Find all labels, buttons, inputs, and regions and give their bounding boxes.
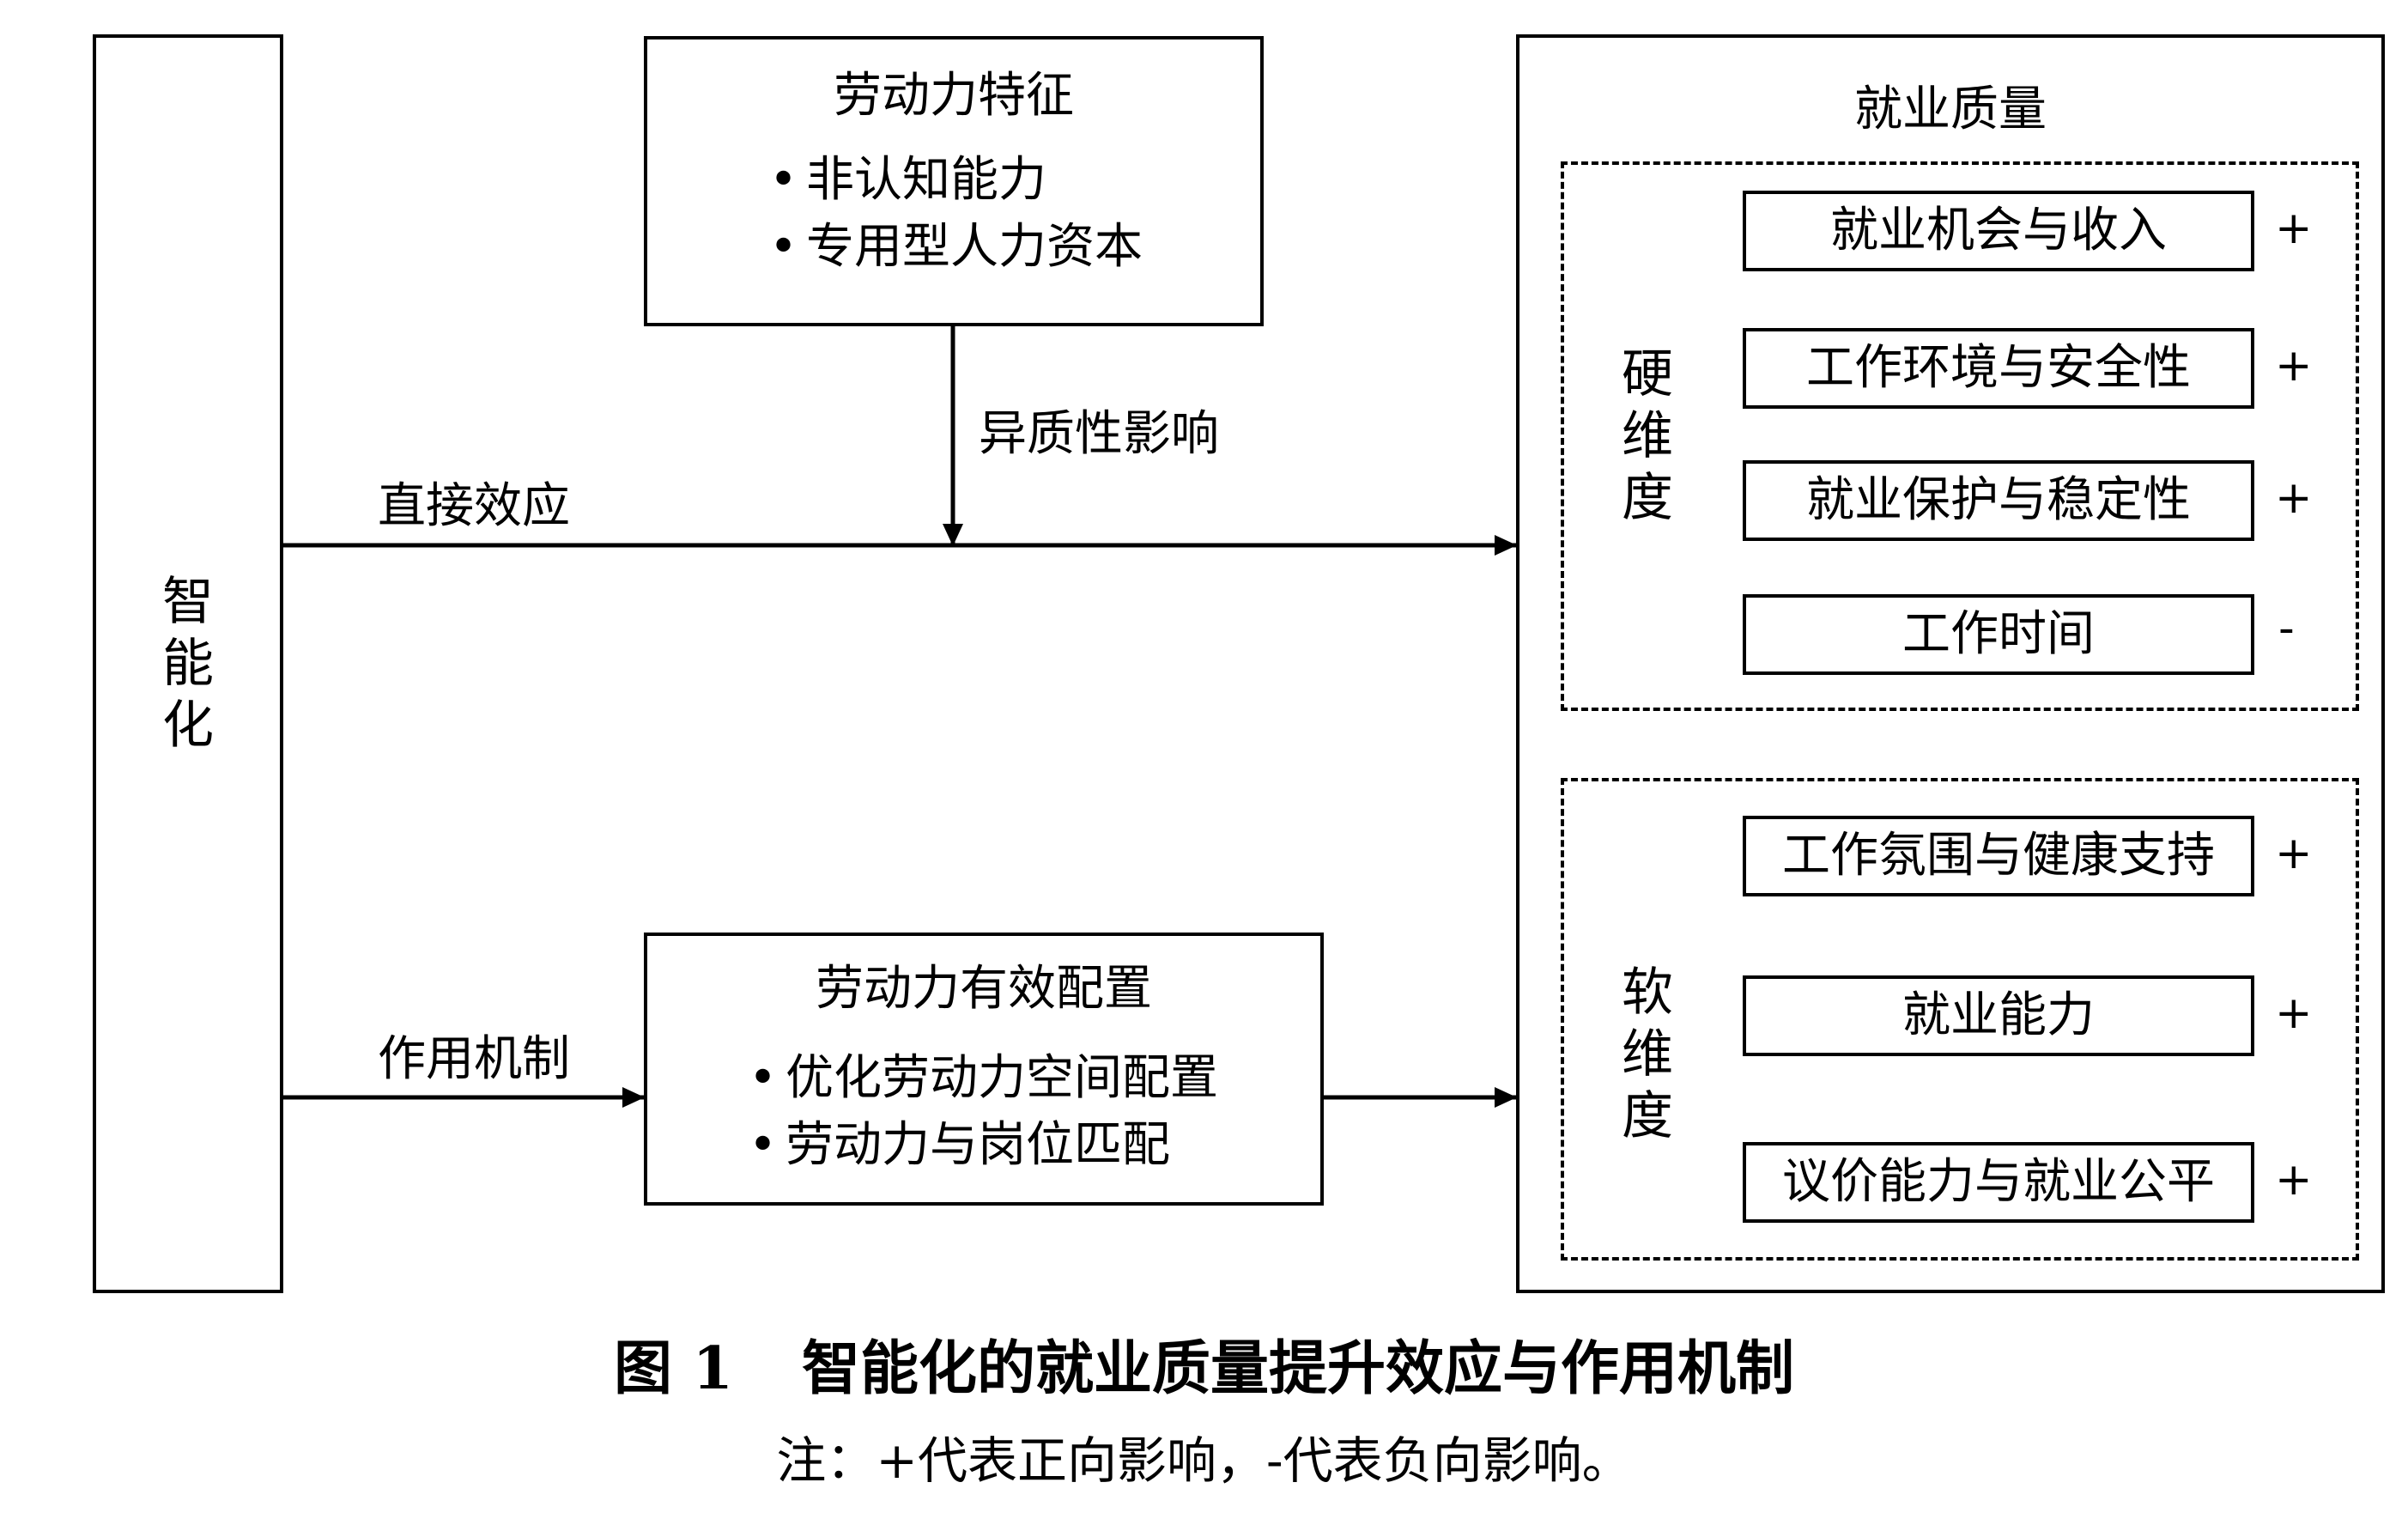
labor-allocation-item: 优化劳动力空间配置 — [749, 1049, 1218, 1107]
hard-item-box: 就业机会与收入 — [1743, 191, 2254, 271]
labor-characteristics-item: 非认知能力 — [769, 151, 1046, 209]
labor-allocation-block: 劳动力有效配置 优化劳动力空间配置 劳动力与岗位匹配 — [644, 933, 1324, 1206]
figure-number: 图 1 — [613, 1334, 733, 1403]
soft-item-box: 就业能力 — [1743, 975, 2254, 1056]
hard-item-box: 工作时间 — [1743, 594, 2254, 675]
hard-item-box: 工作环境与安全性 — [1743, 328, 2254, 409]
intelligence-block: 智能化 — [93, 34, 283, 1293]
soft-dimension-label: 软维度 — [1622, 963, 1673, 1146]
soft-item-sign: + — [2275, 987, 2313, 1039]
hard-item-sign: + — [2275, 203, 2313, 254]
labor-characteristics-block: 劳动力特征 非认知能力 专用型人力资本 — [644, 36, 1264, 326]
labor-allocation-title: 劳动力有效配置 — [816, 961, 1152, 1017]
figure-title: 智能化的就业质量提升效应与作用机制 — [801, 1334, 1794, 1403]
soft-item-box: 议价能力与就业公平 — [1743, 1142, 2254, 1223]
soft-item-sign: + — [2275, 828, 2313, 879]
labor-characteristics-title: 劳动力特征 — [834, 68, 1074, 124]
figure-note: 注：+代表正向影响，-代表负向影响。 — [776, 1431, 1632, 1490]
hard-item-box: 就业保护与稳定性 — [1743, 460, 2254, 541]
mechanism-label: 作用机制 — [378, 1031, 570, 1087]
heterogeneity-label: 异质性影响 — [979, 406, 1219, 462]
soft-item-box: 工作氛围与健康支持 — [1743, 816, 2254, 896]
employment-quality-title: 就业质量 — [1854, 82, 2047, 137]
hard-dimension-group — [1561, 161, 2359, 711]
intelligence-label: 智能化 — [162, 572, 214, 756]
hard-item-sign: + — [2275, 472, 2313, 524]
labor-allocation-item: 劳动力与岗位匹配 — [749, 1116, 1170, 1174]
direct-effect-label: 直接效应 — [378, 478, 570, 534]
hard-item-sign: - — [2278, 603, 2295, 654]
hard-item-sign: + — [2275, 340, 2313, 392]
soft-dimension-group — [1561, 778, 2359, 1261]
hard-dimension-label: 硬维度 — [1622, 344, 1673, 528]
labor-characteristics-item: 专用型人力资本 — [769, 218, 1143, 276]
figure-caption: 图 1 智能化的就业质量提升效应与作用机制 — [0, 1321, 2408, 1406]
soft-item-sign: + — [2275, 1154, 2313, 1206]
